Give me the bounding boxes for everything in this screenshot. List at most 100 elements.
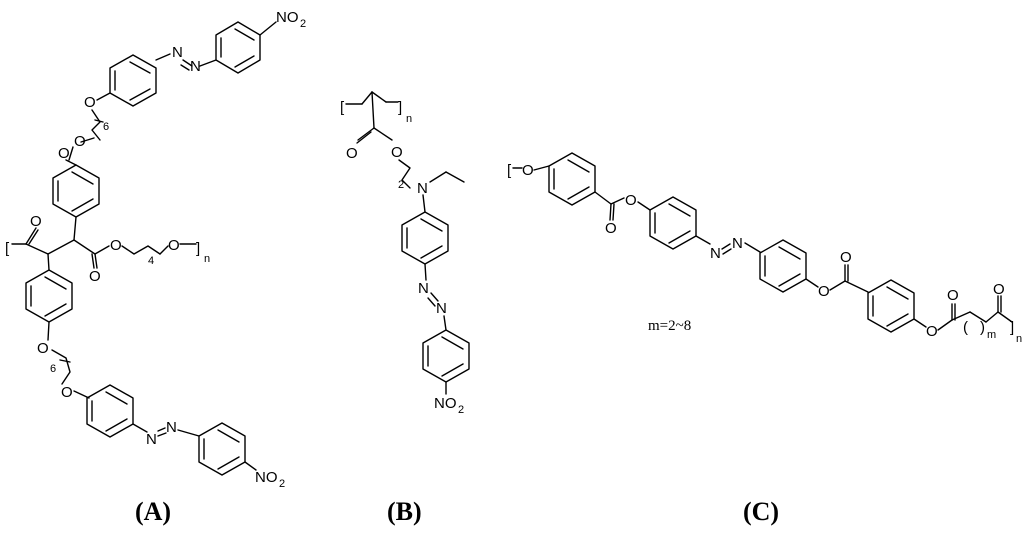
structure-a-bottom-ether-o: O <box>61 384 73 401</box>
structure-c-start-o: O <box>522 162 534 179</box>
bond-line <box>217 456 240 470</box>
bond-line <box>913 318 927 328</box>
bond-line <box>155 53 171 61</box>
bond-line <box>361 91 373 105</box>
bond-line <box>234 55 255 68</box>
bond-line <box>180 64 190 71</box>
structure-b-azo-n2: N <box>436 300 447 317</box>
structure-a-repeat-n: n <box>204 253 210 265</box>
bond-line <box>80 137 95 143</box>
atom-label: NO <box>255 469 278 486</box>
structure-a-top-ether-o2: O <box>74 133 86 150</box>
structure-a-top-ether-o1: O <box>84 94 96 111</box>
structure-a-bottom-spacer-count: 6 <box>50 363 56 375</box>
structure-a-lower-phenoxy-o: O <box>37 340 49 357</box>
structure-c-methylene-count: m <box>987 329 996 341</box>
structure-a-bottom-nitro-group: NO 2 <box>255 469 285 490</box>
bond-line <box>105 418 128 432</box>
bond-line <box>886 313 909 327</box>
bond-line <box>744 242 761 253</box>
structure-c-bracket-right: ] <box>1010 319 1014 336</box>
bond-line <box>217 429 240 443</box>
bond-line <box>371 91 387 103</box>
bond-line <box>132 423 148 433</box>
bond-line <box>443 315 447 331</box>
bond-line <box>844 280 869 293</box>
structure-a-backbone-bracket-right: ] <box>196 240 200 257</box>
structure-a-bottom-azo-n2: N <box>166 419 177 436</box>
structure-b: [ ] n O O 2 N N N NO 2 <box>340 91 470 416</box>
bond-line <box>182 59 193 67</box>
bond-line <box>159 245 169 255</box>
bond-line <box>533 165 550 171</box>
structure-c-ring-1 <box>548 152 596 206</box>
atom-label: 2 <box>300 18 306 30</box>
structure-c-carbonyl-o4: O <box>993 281 1005 298</box>
bond-line <box>25 227 37 245</box>
bond-line <box>951 311 971 321</box>
atom-label: NO <box>434 395 457 412</box>
structure-c-repeat-n: n <box>1016 333 1022 345</box>
bond-line <box>594 191 612 205</box>
bond-line <box>94 119 104 123</box>
bond-line <box>441 363 464 377</box>
bond-line <box>886 286 909 300</box>
structure-a-butyl-count: 4 <box>148 255 154 267</box>
bond-line <box>610 197 625 205</box>
structure-c-azo-n1: N <box>710 245 721 262</box>
bond-line <box>47 321 50 341</box>
structure-c-carbonyl-o1: O <box>605 220 617 237</box>
structure-a-top-nitro-group: NO 2 <box>276 9 306 30</box>
bond-line <box>51 349 71 385</box>
structure-a-bottom-ring-right <box>198 422 246 476</box>
structure-c-ester-o3: O <box>926 323 938 340</box>
structure-c-ester-o2: O <box>818 283 830 300</box>
bond-line <box>129 61 151 74</box>
structure-a-ester-carbonyl-o: O <box>89 268 101 285</box>
structure-b-carbonyl-o: O <box>346 145 358 162</box>
bond-line <box>73 239 96 255</box>
bond-line <box>430 292 439 302</box>
bond-line <box>177 429 200 437</box>
bond-line <box>357 127 375 141</box>
bond-line <box>157 432 167 437</box>
structure-c: [ O O O N N O O O O <box>507 152 1022 345</box>
bond-line <box>441 336 464 350</box>
bond-line <box>722 248 732 255</box>
bond-line <box>424 263 427 281</box>
structure-c-ring-2 <box>649 196 697 250</box>
bond-line <box>59 359 71 363</box>
structure-b-nitro-group: NO 2 <box>434 395 464 416</box>
bond-line <box>121 245 161 255</box>
bond-line <box>422 194 426 213</box>
bond-line <box>25 243 49 255</box>
structure-a-top-phenoxy-o: O <box>58 145 70 162</box>
bond-line <box>44 276 67 290</box>
structure-a-bottom-azo-n1: N <box>146 431 157 448</box>
atom-label: NO <box>276 9 299 26</box>
panel-label-c: (C) <box>743 497 779 526</box>
atom-label: 2 <box>279 478 285 490</box>
bond-line <box>612 203 615 221</box>
bond-line <box>721 243 731 250</box>
atom-label: 2 <box>458 404 464 416</box>
structure-b-repeat-n: n <box>406 113 412 125</box>
bond-line <box>244 461 257 471</box>
bond-line <box>157 427 166 432</box>
bond-line <box>73 390 90 399</box>
structure-b-ester-o: O <box>391 144 403 161</box>
structure-a-ester-o: O <box>110 237 122 254</box>
bond-line <box>105 391 128 405</box>
bond-line <box>373 127 393 141</box>
bond-line <box>420 245 443 259</box>
bond-line <box>44 303 67 317</box>
structure-a-chain-end-o: O <box>168 237 180 254</box>
bond-line <box>398 159 411 189</box>
structure-c-methylene-paren-left: ( <box>963 319 968 336</box>
bond-line <box>94 253 98 269</box>
bond-line <box>91 253 95 269</box>
bond-line <box>668 203 691 217</box>
bond-line <box>937 319 953 331</box>
bond-line <box>129 88 151 101</box>
